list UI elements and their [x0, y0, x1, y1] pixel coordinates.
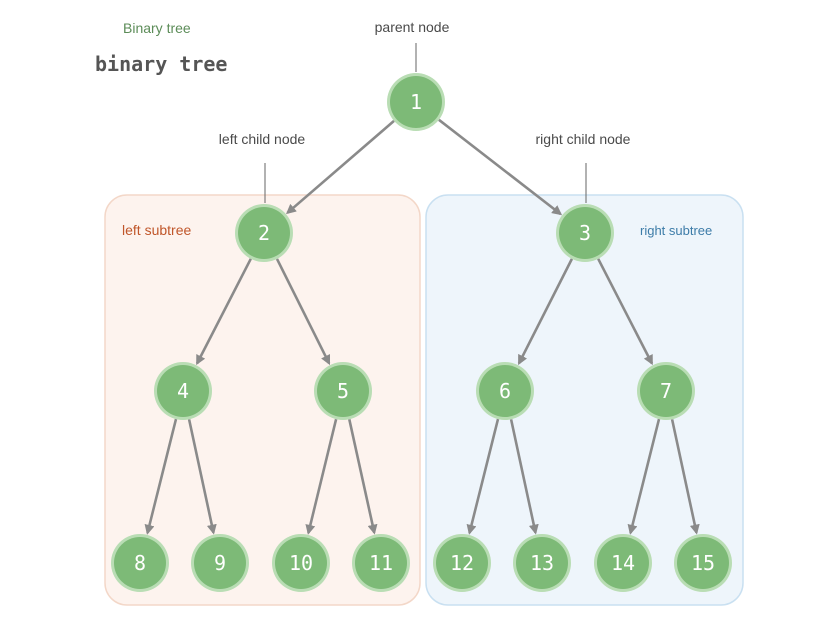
node-label: 1: [410, 90, 422, 114]
edge-5-to-11: [348, 419, 378, 535]
node-label: 8: [134, 551, 146, 575]
diagram-subtitle: binary tree: [95, 52, 227, 76]
tree-node-14: 14: [594, 534, 652, 592]
node-label: 6: [499, 379, 511, 403]
node-circle: [317, 365, 369, 417]
node-circle: [677, 537, 729, 589]
node-circle: [355, 537, 407, 589]
node-circle: [516, 537, 568, 589]
node-circle: [275, 537, 327, 589]
edges-layer: [144, 118, 700, 535]
tree-node-6: 6: [476, 362, 534, 420]
node-label: 4: [177, 379, 189, 403]
edge-6-to-13: [509, 419, 539, 535]
tree-node-15: 15: [674, 534, 732, 592]
edge-3-to-6: [517, 258, 574, 366]
node-label: 14: [611, 551, 635, 575]
node-label: 2: [258, 221, 270, 245]
edge-6-to-12: [466, 418, 500, 535]
tree-node-8: 8: [111, 534, 169, 592]
edge-4-to-8: [144, 418, 178, 535]
node-circle: [436, 537, 488, 589]
edge-7-to-15: [670, 419, 700, 535]
right-subtree-region: [425, 194, 744, 606]
left-child-annotation: left child node: [219, 131, 306, 147]
edge-1-to-2: [285, 119, 395, 215]
edge-7-to-14: [627, 418, 661, 535]
node-label: 3: [579, 221, 591, 245]
parent-node-annotation: parent node: [375, 19, 450, 35]
tree-node-13: 13: [513, 534, 571, 592]
node-label: 9: [214, 551, 226, 575]
node-circle: [390, 76, 442, 128]
edge-3-to-7: [597, 258, 654, 366]
node-circle: [238, 207, 290, 259]
node-label: 15: [691, 551, 715, 575]
left-subtree-label: left subtree: [122, 222, 191, 238]
node-circle: [157, 365, 209, 417]
node-label: 12: [450, 551, 474, 575]
node-label: 11: [369, 551, 393, 575]
tree-node-1: 1: [387, 73, 445, 131]
tree-node-5: 5: [314, 362, 372, 420]
diagram-title: Binary tree: [123, 20, 191, 36]
right-subtree-label: right subtree: [640, 223, 712, 238]
edge-2-to-4: [195, 258, 252, 366]
edge-1-to-3: [438, 118, 563, 216]
tree-node-2: 2: [235, 204, 293, 262]
tree-node-4: 4: [154, 362, 212, 420]
node-label: 5: [337, 379, 349, 403]
node-label: 7: [660, 379, 672, 403]
left-subtree-region: [104, 194, 421, 606]
node-circle: [559, 207, 611, 259]
tree-node-12: 12: [433, 534, 491, 592]
node-label: 13: [530, 551, 554, 575]
node-circle: [479, 365, 531, 417]
node-circle: [114, 537, 166, 589]
node-circle: [640, 365, 692, 417]
edge-4-to-9: [187, 419, 217, 535]
tree-node-9: 9: [191, 534, 249, 592]
node-label: 10: [289, 551, 313, 575]
tree-node-3: 3: [556, 204, 614, 262]
tree-node-11: 11: [352, 534, 410, 592]
node-circle: [194, 537, 246, 589]
tree-node-7: 7: [637, 362, 695, 420]
edge-2-to-5: [275, 258, 331, 366]
edge-5-to-10: [305, 418, 338, 535]
node-circle: [597, 537, 649, 589]
right-child-annotation: right child node: [536, 131, 631, 147]
tree-node-10: 10: [272, 534, 330, 592]
